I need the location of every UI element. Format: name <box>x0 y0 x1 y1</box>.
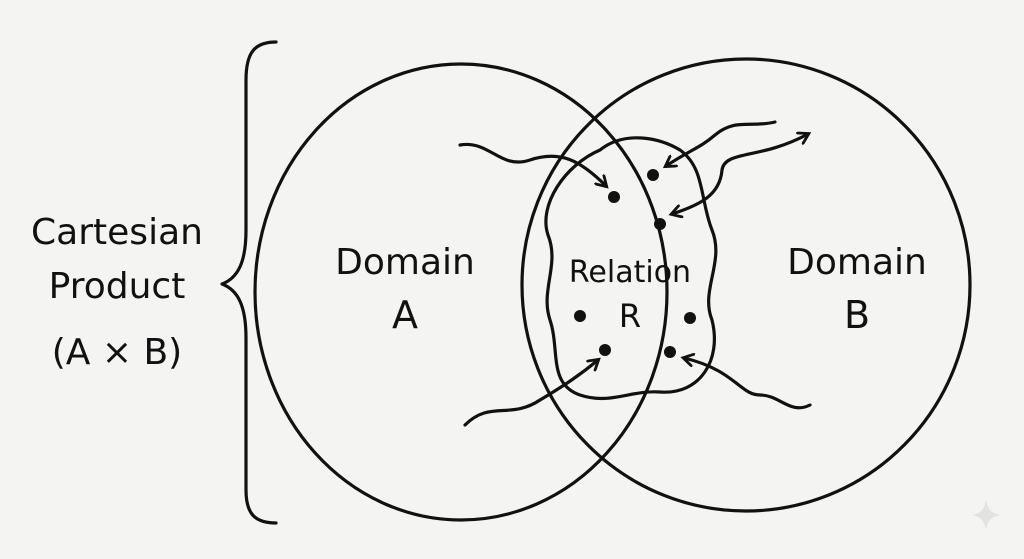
domain-a-label-line1: Domain <box>335 242 475 283</box>
arrow-from-a-bottom <box>463 360 598 427</box>
relation-pairs <box>574 169 696 358</box>
pair-dot <box>599 344 611 356</box>
pair-dot <box>647 169 659 181</box>
curly-brace <box>220 40 278 525</box>
domain-b-label-line2: B <box>844 293 870 337</box>
relation-label-line2: R <box>619 297 641 335</box>
domain-a-label-line2: A <box>392 293 418 337</box>
cartesian-label-line2: Product <box>49 266 186 307</box>
sparkle-icon <box>972 500 1000 530</box>
pair-dot <box>654 218 666 230</box>
relation-label-line1: Relation <box>569 255 691 290</box>
arrow-from-a-top <box>458 142 606 186</box>
cartesian-label-line3: (A × B) <box>52 332 182 373</box>
arrow-b-top-1 <box>666 120 777 166</box>
cartesian-label-line1: Cartesian <box>31 212 203 253</box>
pair-dot <box>574 310 586 322</box>
domain-b-label-line1: Domain <box>787 242 927 283</box>
pair-dot <box>664 346 676 358</box>
domain-b-circle <box>520 57 972 513</box>
domain-a-circle <box>253 62 669 522</box>
arrow-b-top-2 <box>672 134 808 214</box>
pair-dot <box>608 191 620 203</box>
arrow-from-b-bottom <box>684 358 812 410</box>
pair-dot <box>684 312 696 324</box>
